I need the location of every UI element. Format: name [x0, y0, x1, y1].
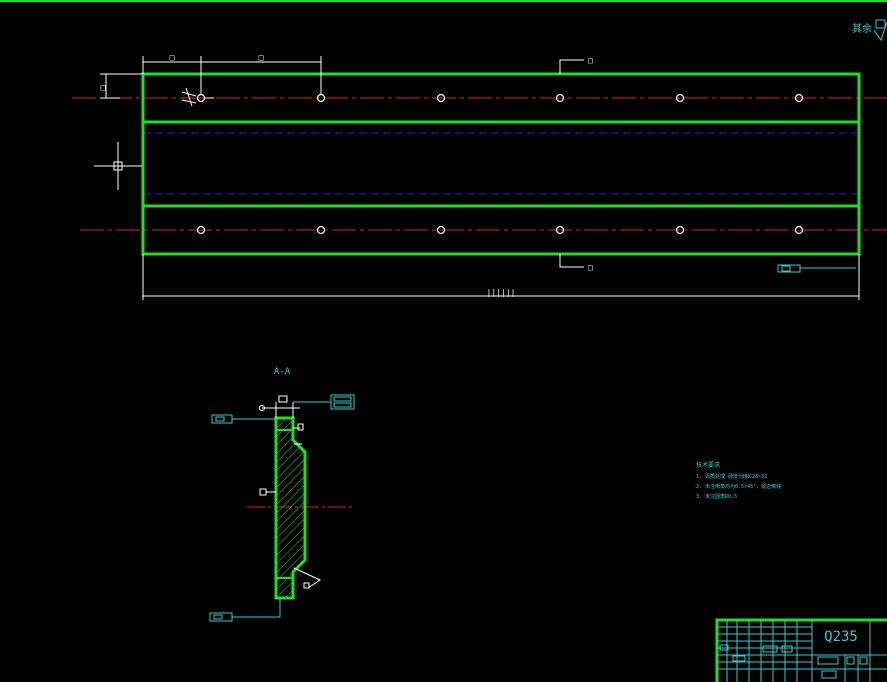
dim-text-left: □	[101, 83, 106, 92]
section-leader-bottom	[559, 254, 584, 268]
overall-dimension	[142, 254, 860, 300]
dim-text-top-2: □	[259, 53, 264, 62]
hole	[436, 225, 446, 235]
technical-notes: 技术要求 1. 调质处理 硬度为HRC28~32 2. 未注倒角均为0.5×45…	[696, 461, 781, 500]
hole	[555, 93, 565, 103]
section-leader-bottom-text: □	[588, 263, 593, 272]
section-label: A-A	[274, 367, 291, 377]
surface-callout-right	[777, 264, 856, 273]
section-callouts	[209, 394, 355, 622]
hole-callout	[181, 87, 214, 107]
title-block: Q235	[715, 618, 887, 682]
left-dimension	[100, 73, 143, 99]
plate-outline	[141, 72, 861, 256]
notes-line-3: 3. 未注圆角R0.5	[696, 493, 737, 500]
roughness-symbol-icon	[873, 19, 887, 42]
section-leader-top	[559, 59, 584, 74]
crosshair-cursor-icon	[94, 142, 142, 190]
hole	[316, 93, 326, 103]
notes-title: 技术要求	[696, 461, 720, 469]
hole	[794, 93, 804, 103]
hole	[675, 225, 685, 235]
section-leader-top-text: □	[588, 56, 593, 65]
hole	[794, 225, 804, 235]
title-block-frame	[715, 618, 887, 682]
hole-row-bottom	[196, 225, 804, 235]
section-dimensions	[259, 395, 322, 589]
top-dimensions	[142, 56, 322, 94]
dim-text-top-1: □	[170, 53, 175, 62]
section-view: A-A	[209, 367, 355, 622]
roughness-note: 其余	[852, 22, 872, 35]
notes-line-2: 2. 未注倒角均为0.5×45°，锐边倒钝	[696, 483, 781, 490]
notes-line-1: 1. 调质处理 硬度为HRC28~32	[696, 473, 767, 480]
overall-dim-text: ||||||	[487, 288, 516, 297]
title-block-grid	[717, 620, 887, 682]
section-profile	[274, 416, 307, 600]
hole	[196, 225, 206, 235]
hole	[436, 93, 446, 103]
hole	[555, 225, 565, 235]
hole	[316, 225, 326, 235]
plan-view: □ □ □ |||||| □ □	[72, 53, 887, 300]
material-label: Q235	[824, 629, 858, 645]
hole	[675, 93, 685, 103]
